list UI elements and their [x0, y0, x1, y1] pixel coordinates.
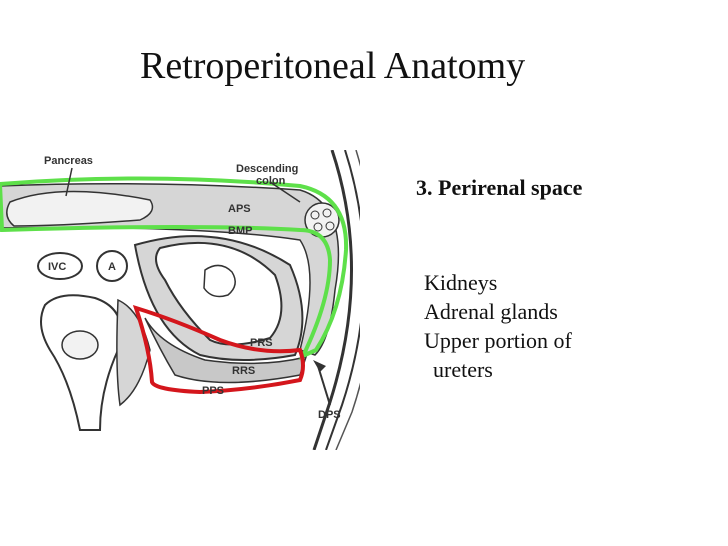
- pancreas-shape: [6, 190, 154, 227]
- label-colon: colon: [256, 175, 286, 187]
- label-aorta: A: [108, 261, 116, 273]
- label-rrs: RRS: [232, 365, 255, 377]
- list-item: Adrenal glands: [424, 299, 558, 324]
- label-ivc: IVC: [48, 261, 66, 273]
- vertebra-shape: [40, 294, 123, 431]
- label-prs: PRS: [250, 337, 273, 349]
- retroperitoneal-cross-section-diagram: Pancreas Descending colon APS BMP IVC A …: [0, 150, 360, 450]
- diagram-svg: Pancreas Descending colon APS BMP IVC A …: [0, 150, 360, 450]
- body-wall-inner: [325, 150, 360, 450]
- label-aps: APS: [228, 203, 251, 215]
- list-item: Kidneys: [424, 270, 498, 295]
- aorta-shape: [96, 250, 128, 282]
- muscle-layer: [335, 150, 360, 450]
- body-wall-outer: [312, 150, 353, 450]
- slide-title: Retroperitoneal Anatomy: [140, 45, 526, 87]
- renal-pelvis: [203, 264, 236, 298]
- label-pps: PPS: [202, 385, 224, 397]
- bullet-list: Kidneys Adrenal glands Upper portion of …: [424, 268, 572, 384]
- label-descending: Descending: [236, 163, 298, 175]
- psoas-muscle: [116, 298, 151, 407]
- dps-arrow: [317, 365, 331, 406]
- section-heading: 3. Perirenal space: [416, 175, 583, 200]
- label-bmp: BMP: [228, 225, 252, 237]
- label-dps: DPS: [318, 409, 341, 421]
- ivc-shape: [37, 252, 83, 280]
- green-outline: [0, 176, 349, 361]
- label-pancreas: Pancreas: [44, 155, 93, 167]
- list-item: Upper portion of: [424, 328, 572, 353]
- red-outline: [132, 304, 305, 395]
- list-item: ureters: [433, 357, 493, 382]
